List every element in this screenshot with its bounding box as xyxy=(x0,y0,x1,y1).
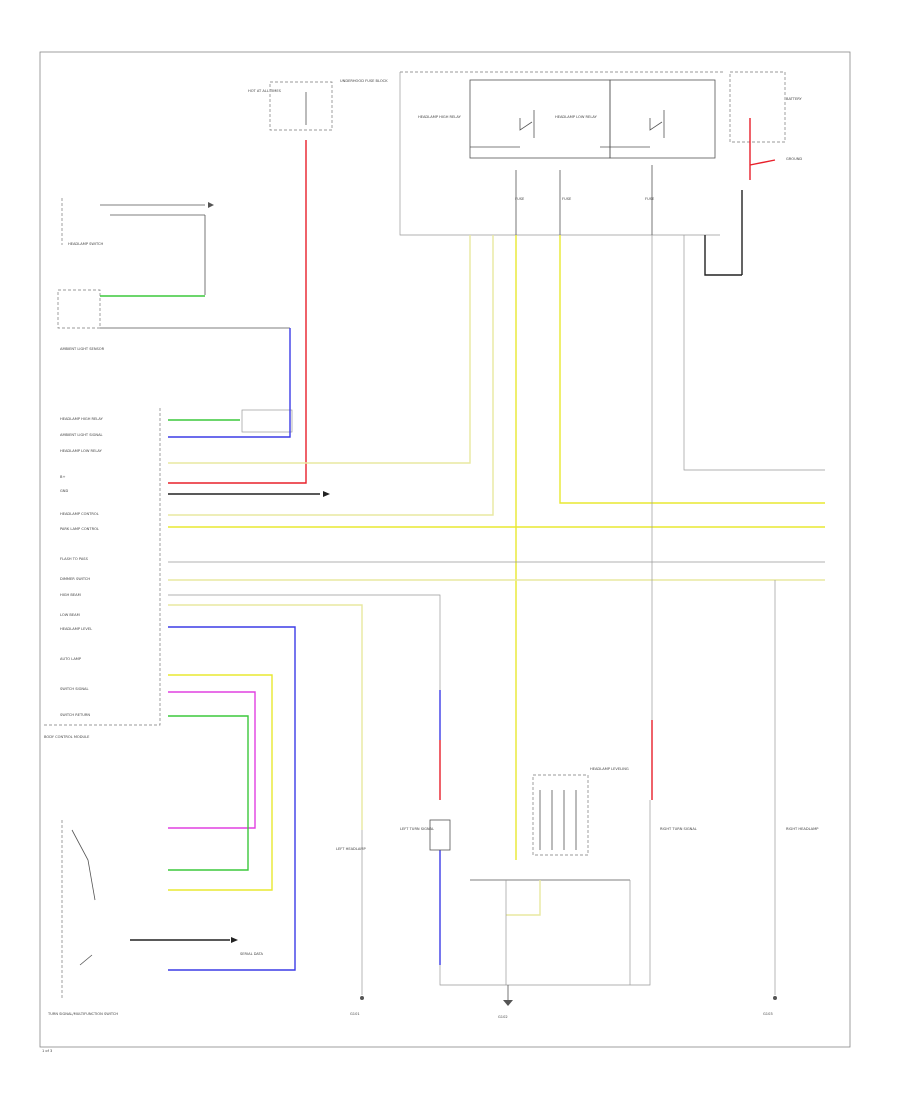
svg-text:BATTERY: BATTERY xyxy=(786,97,803,101)
wire-relay-ctrl-2 xyxy=(168,235,494,516)
svg-text:HEADLAMP LOW RELAY: HEADLAMP LOW RELAY xyxy=(60,449,103,453)
right-headlamp: RIGHT HEADLAMP G103 xyxy=(763,800,819,1016)
wire-yellow-switch xyxy=(168,674,273,891)
ground-center: G102 xyxy=(439,800,651,1019)
headlamp-switch: HEADLAMP SWITCH xyxy=(61,198,214,295)
svg-text:G102: G102 xyxy=(498,1015,508,1019)
wire-gray-right xyxy=(683,235,825,471)
wire-left-headlamp xyxy=(168,604,363,830)
diagram-border xyxy=(39,51,851,1048)
svg-text:B+: B+ xyxy=(60,475,65,479)
svg-text:HIGH BEAM: HIGH BEAM xyxy=(60,593,81,597)
svg-text:FUSE: FUSE xyxy=(645,197,655,201)
headlamp-leveling-module: HEADLAMP LEVELING xyxy=(470,767,631,985)
svg-text:RIGHT TURN SIGNAL: RIGHT TURN SIGNAL xyxy=(660,827,697,831)
svg-text:AUTO LAMP: AUTO LAMP xyxy=(60,657,82,661)
svg-text:HEADLAMP CONTROL: HEADLAMP CONTROL xyxy=(60,512,99,516)
svg-text:FUSE: FUSE xyxy=(562,197,572,201)
svg-text:SWITCH RETURN: SWITCH RETURN xyxy=(60,713,90,717)
svg-text:DIMMER SWITCH: DIMMER SWITCH xyxy=(60,577,90,581)
svg-text:SWITCH SIGNAL: SWITCH SIGNAL xyxy=(60,687,89,691)
svg-text:SERIAL DATA: SERIAL DATA xyxy=(240,952,264,956)
wire-magenta xyxy=(168,691,256,829)
svg-text:HEADLAMP LEVELING: HEADLAMP LEVELING xyxy=(590,767,629,771)
svg-text:LOW BEAM: LOW BEAM xyxy=(60,613,80,617)
svg-text:FLASH TO PASS: FLASH TO PASS xyxy=(60,557,89,561)
wire-yellow-fuse xyxy=(559,235,825,504)
svg-text:UNDERHOOD FUSE BLOCK: UNDERHOOD FUSE BLOCK xyxy=(340,79,388,83)
svg-text:GROUND: GROUND xyxy=(786,157,802,161)
wire-gray-blue xyxy=(168,594,441,690)
svg-text:HEADLAMP HIGH RELAY: HEADLAMP HIGH RELAY xyxy=(418,115,462,119)
ambient-light-sensor: AMBIENT LIGHT SENSOR xyxy=(57,289,290,351)
svg-text:HEADLAMP LEVEL: HEADLAMP LEVEL xyxy=(60,627,92,631)
svg-text:AMBIENT LIGHT SENSOR: AMBIENT LIGHT SENSOR xyxy=(60,347,105,351)
wire-relay-ctrl-1 xyxy=(168,235,471,464)
svg-text:BODY CONTROL MODULE: BODY CONTROL MODULE xyxy=(44,735,90,739)
battery-connection: BATTERY GROUND xyxy=(704,71,803,276)
svg-text:GND: GND xyxy=(60,489,68,493)
wire-blue-sensor xyxy=(168,328,291,438)
svg-text:LEFT TURN SIGNAL: LEFT TURN SIGNAL xyxy=(400,827,434,831)
wire-blue-bcm xyxy=(168,626,296,971)
turn-signal-switch: TURN SIGNAL/MULTIFUNCTION SWITCH SERIAL … xyxy=(47,820,264,1016)
svg-text:HEADLAMP LOW RELAY: HEADLAMP LOW RELAY xyxy=(555,115,598,119)
hot-at-all-times-fuse: HOT AT ALL TIMES xyxy=(248,81,333,131)
svg-text:PARK LAMP CONTROL: PARK LAMP CONTROL xyxy=(60,527,99,531)
svg-text:G103: G103 xyxy=(763,1012,773,1016)
svg-text:TURN SIGNAL/MULTIFUNCTION SWIT: TURN SIGNAL/MULTIFUNCTION SWITCH xyxy=(47,1012,118,1016)
left-headlamp: LEFT HEADLAMP G101 xyxy=(336,830,366,1016)
svg-text:G101: G101 xyxy=(350,1012,360,1016)
body-control-module: BODY CONTROL MODULE HEADLAMP HIGH RELAY … xyxy=(42,408,161,739)
footer-code: 1 of 3 xyxy=(42,1049,52,1053)
svg-text:LEFT HEADLAMP: LEFT HEADLAMP xyxy=(336,847,366,851)
underhood-fuse-block: UNDERHOOD FUSE BLOCK HEADLAMP HIGH RELAY… xyxy=(340,71,725,236)
wire-red-feed xyxy=(168,140,307,484)
svg-text:RIGHT HEADLAMP: RIGHT HEADLAMP xyxy=(786,827,819,831)
right-turn-signal: RIGHT TURN SIGNAL xyxy=(660,827,697,831)
left-turn-signal: LEFT TURN SIGNAL xyxy=(400,819,451,851)
svg-text:HOT AT ALL TIMES: HOT AT ALL TIMES xyxy=(248,89,282,93)
svg-text:FUSE: FUSE xyxy=(515,197,525,201)
svg-text:AMBIENT LIGHT SIGNAL: AMBIENT LIGHT SIGNAL xyxy=(60,433,103,437)
svg-text:HEADLAMP SWITCH: HEADLAMP SWITCH xyxy=(68,242,104,246)
svg-text:HEADLAMP HIGH RELAY: HEADLAMP HIGH RELAY xyxy=(60,417,104,421)
wire-green-switch xyxy=(168,715,249,871)
